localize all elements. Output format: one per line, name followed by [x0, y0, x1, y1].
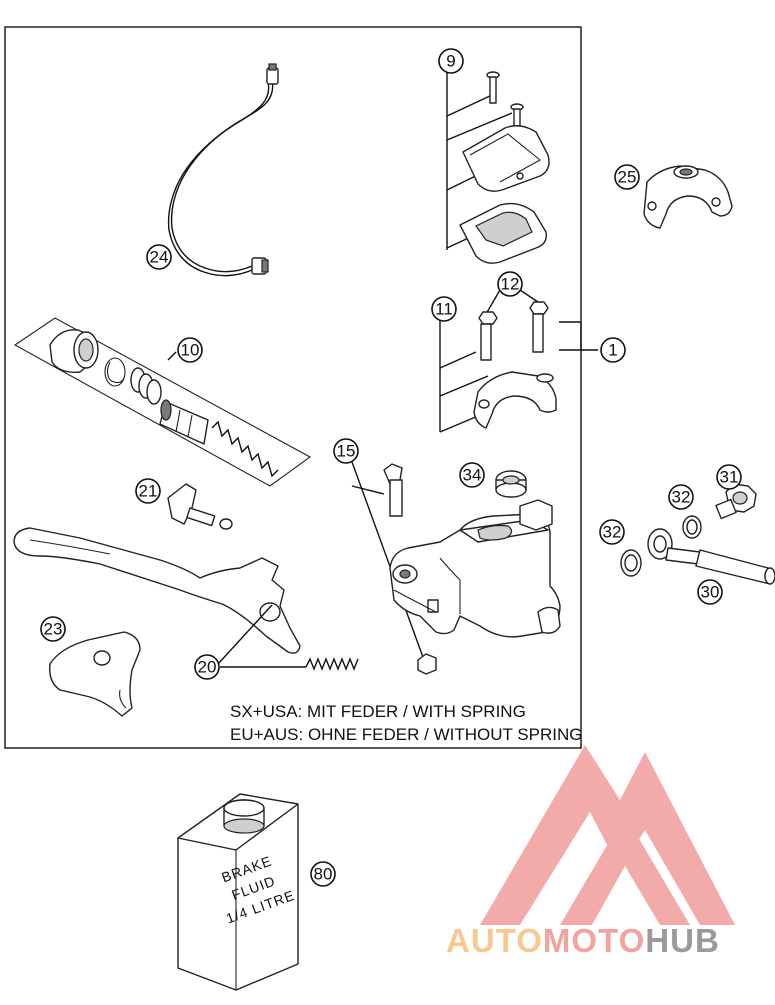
callout-1: 1: [600, 337, 626, 363]
callout-34: 34: [459, 462, 485, 488]
callout-11: 11: [431, 296, 457, 322]
svg-text:34: 34: [463, 466, 482, 485]
svg-text:32: 32: [603, 523, 622, 542]
part-32-washer-a: [682, 515, 702, 539]
callout-12: 12: [497, 271, 523, 297]
svg-text:10: 10: [181, 341, 200, 360]
part-brake-lever: [13, 527, 301, 654]
svg-text:32: 32: [672, 488, 691, 507]
part-24-brake-switch-cable: [167, 63, 279, 277]
part-25-handlebar-clamp: [643, 165, 733, 229]
callout-80: 80: [310, 861, 336, 887]
callout-24: 24: [146, 244, 172, 270]
part-11-12-clamp-and-bolts: [439, 289, 557, 433]
callout-31: 31: [716, 464, 742, 490]
part-32-washer-b: [620, 549, 642, 577]
automotohub-watermark: [480, 745, 735, 925]
callout-21: 21: [135, 478, 161, 504]
callout-15: 15: [333, 438, 359, 464]
part-master-cylinder-body: [389, 499, 561, 638]
callout-10: 10: [177, 337, 203, 363]
watermark-text: AUTOMOTOHUB: [446, 922, 720, 959]
assembly-frame: [4, 26, 582, 749]
svg-text:21: 21: [139, 482, 158, 501]
part-80-brake-fluid-can: BRAKE FLUID 1/4 LITRE: [177, 793, 299, 991]
part-20-lever-spring: [217, 604, 359, 671]
part-30-brake-hose: [647, 528, 775, 585]
svg-text:1: 1: [608, 341, 617, 360]
svg-text:20: 20: [198, 658, 217, 677]
watermark-triangle: [480, 745, 735, 925]
svg-text:31: 31: [720, 468, 739, 487]
svg-text:9: 9: [446, 52, 455, 71]
svg-text:30: 30: [701, 583, 720, 602]
svg-text:11: 11: [435, 300, 453, 319]
part-23-lever-protector: [49, 631, 141, 717]
part-34-reservoir-cap: [495, 470, 527, 498]
svg-text:12: 12: [501, 275, 520, 294]
callout-25: 25: [614, 164, 640, 190]
callout-32-b: 32: [599, 519, 625, 545]
note-without-spring: EU+AUS: OHNE FEDER / WITHOUT SPRING: [230, 725, 582, 744]
svg-text:15: 15: [337, 442, 356, 461]
part-21-adjuster-screw: [167, 483, 233, 530]
part-10-piston-repair-kit: [13, 317, 312, 487]
callout-9: 9: [438, 48, 464, 74]
svg-text:23: 23: [44, 620, 63, 639]
part-9-reservoir-cover-group: [446, 60, 550, 264]
callout-32-a: 32: [668, 484, 694, 510]
callout-20: 20: [194, 654, 220, 680]
svg-text:80: 80: [314, 865, 333, 884]
callout-23: 23: [40, 616, 66, 642]
part-31-banjo-bolt: [715, 483, 757, 520]
svg-text:25: 25: [618, 168, 637, 187]
callout-30: 30: [697, 579, 723, 605]
note-with-spring: SX+USA: MIT FEDER / WITH SPRING: [230, 702, 526, 721]
svg-text:24: 24: [150, 248, 169, 267]
part-15-pivot-bolt-and-nut: [351, 461, 437, 675]
